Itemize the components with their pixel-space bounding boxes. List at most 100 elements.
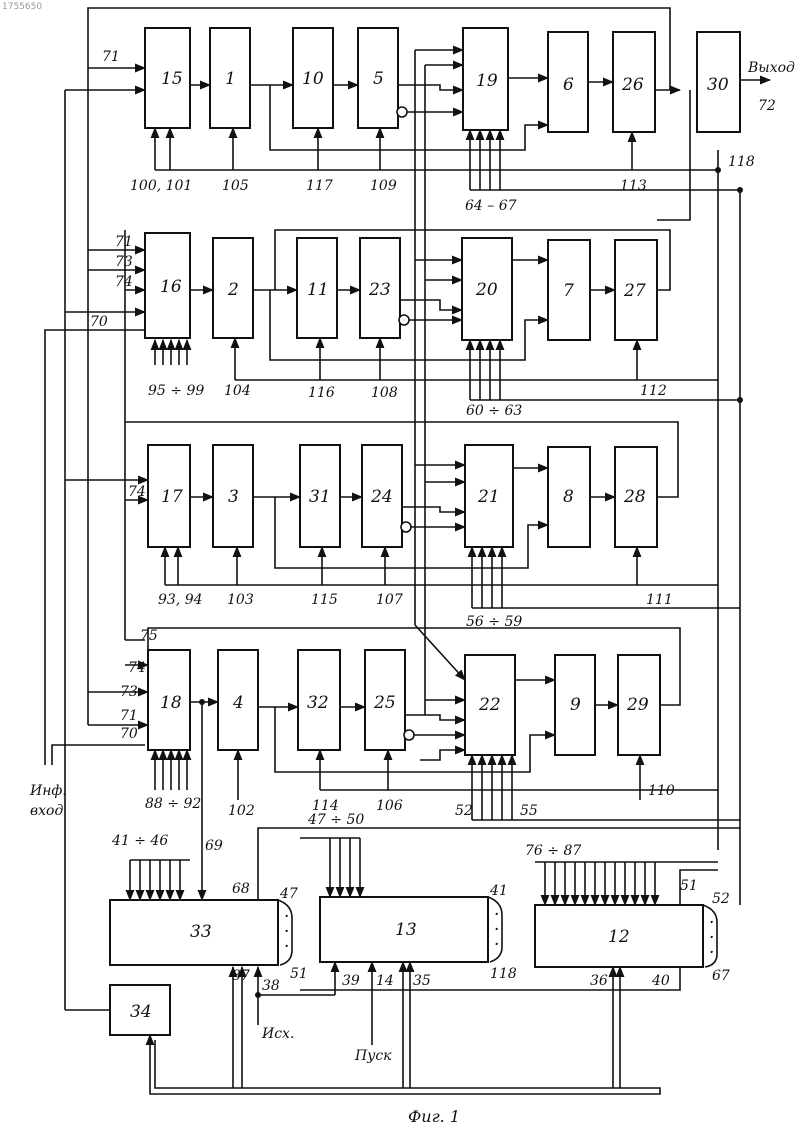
label-64-67: 64 – 67	[465, 198, 517, 214]
label-52b: 52	[712, 891, 730, 907]
block-31-label: 31	[309, 487, 331, 507]
row-4: 18 4 32 25 22 9 29	[88, 625, 740, 900]
block-17-label: 17	[161, 487, 183, 507]
label-74a: 74	[115, 274, 133, 290]
label-71b: 71	[115, 234, 133, 250]
label-118a: 118	[728, 154, 755, 170]
block-34-label: 34	[130, 1002, 152, 1022]
row-2: 16 2 11 23 20 7 27	[65, 90, 743, 403]
info-input-line1: Инф.	[29, 783, 67, 799]
block-20-label: 20	[475, 280, 498, 300]
label-73a: 73	[115, 254, 133, 270]
label-70b: 70	[120, 726, 138, 742]
label-60-63: 60 ÷ 63	[466, 403, 522, 419]
block-19-label: 19	[476, 71, 498, 91]
label-93-94: 93, 94	[158, 592, 203, 608]
block-27-label: 27	[623, 281, 646, 301]
label-41-46: 41 ÷ 46	[111, 833, 168, 849]
label-74b: 74	[128, 484, 146, 500]
output-72: 72	[758, 98, 776, 114]
block-22-label: 22	[478, 695, 501, 715]
label-118b: 118	[490, 966, 517, 982]
block-21-label: 21	[477, 487, 500, 507]
svg-text:·: ·	[709, 943, 714, 963]
label-39: 39	[342, 973, 360, 989]
isx-label: Исх.	[261, 1026, 294, 1042]
label-51a: 51	[290, 966, 308, 982]
block-6-label: 6	[563, 75, 574, 95]
label-35: 35	[413, 973, 431, 989]
block-7-label: 7	[563, 281, 574, 301]
label-100-101: 100, 101	[130, 178, 192, 194]
output-text: Выход	[747, 60, 795, 76]
block-33-label: 33	[190, 922, 212, 942]
label-56-59: 56 ÷ 59	[466, 614, 522, 630]
label-37: 37	[232, 968, 250, 984]
block-16-label: 16	[160, 277, 182, 297]
label-41: 41	[489, 883, 508, 899]
figure-caption: Фиг. 1	[408, 1107, 460, 1126]
label-70a: 70	[90, 314, 108, 330]
label-108: 108	[371, 385, 398, 401]
svg-text:·: ·	[284, 937, 289, 957]
block-25-label: 25	[373, 693, 396, 713]
block-9-label: 9	[570, 695, 581, 715]
row-1: 15 1 10 5 19 6 26 30	[65, 28, 770, 715]
label-106: 106	[376, 798, 403, 814]
info-input-line2: вход	[30, 803, 63, 819]
label-40: 40	[651, 973, 670, 989]
block-26-label: 26	[621, 75, 644, 95]
label-47-50: 47 ÷ 50	[307, 812, 364, 828]
label-102: 102	[228, 803, 255, 819]
label-69: 69	[205, 838, 223, 854]
label-47: 47	[279, 886, 298, 902]
label-88-92: 88 ÷ 92	[145, 796, 201, 812]
block-23-label: 23	[368, 280, 391, 300]
block-12-label: 12	[608, 927, 630, 947]
patent-stamp: 1755650	[2, 2, 42, 12]
label-117: 117	[306, 178, 333, 194]
label-111: 111	[646, 592, 673, 608]
block-32-label: 32	[307, 693, 329, 713]
block-2-label: 2	[227, 280, 239, 300]
label-110: 110	[648, 783, 675, 799]
block-11-label: 11	[307, 280, 329, 300]
pusk-label: Пуск	[354, 1048, 392, 1064]
block-28-label: 28	[623, 487, 646, 507]
label-95-99: 95 ÷ 99	[148, 383, 204, 399]
label-36: 36	[590, 973, 608, 989]
block-18-label: 18	[160, 693, 182, 713]
svg-text:·: ·	[494, 935, 499, 955]
label-14: 14	[376, 973, 394, 989]
label-38: 38	[262, 978, 280, 994]
row-3: 17 3 31 24 21 8 28	[65, 422, 740, 608]
label-73b: 73	[120, 684, 138, 700]
block-30-label: 30	[707, 75, 729, 95]
bottom-row: 33 13 12 34 ··· ··· ···	[110, 828, 740, 1088]
block-5-label: 5	[373, 69, 384, 89]
block-29-label: 29	[626, 695, 649, 715]
block-13-label: 13	[395, 920, 417, 940]
block-8-label: 8	[563, 487, 574, 507]
label-68: 68	[232, 881, 250, 897]
label-76-87: 76 ÷ 87	[525, 843, 581, 859]
label-67: 67	[712, 968, 730, 984]
label-104: 104	[224, 383, 251, 399]
label-105: 105	[222, 178, 249, 194]
block-24-label: 24	[370, 487, 393, 507]
label-115: 115	[311, 592, 338, 608]
block-1-label: 1	[225, 69, 236, 89]
label-71a: 71	[102, 49, 120, 65]
label-74c: 74	[128, 660, 146, 676]
label-107: 107	[376, 592, 403, 608]
label-112: 112	[640, 383, 667, 399]
label-116: 116	[308, 385, 335, 401]
label-55: 55	[520, 803, 538, 819]
label-75: 75	[140, 628, 158, 644]
block-15-label: 15	[161, 69, 183, 89]
label-113: 113	[620, 178, 647, 194]
block-3-label: 3	[228, 487, 239, 507]
block-10-label: 10	[302, 69, 324, 89]
label-109: 109	[370, 178, 397, 194]
